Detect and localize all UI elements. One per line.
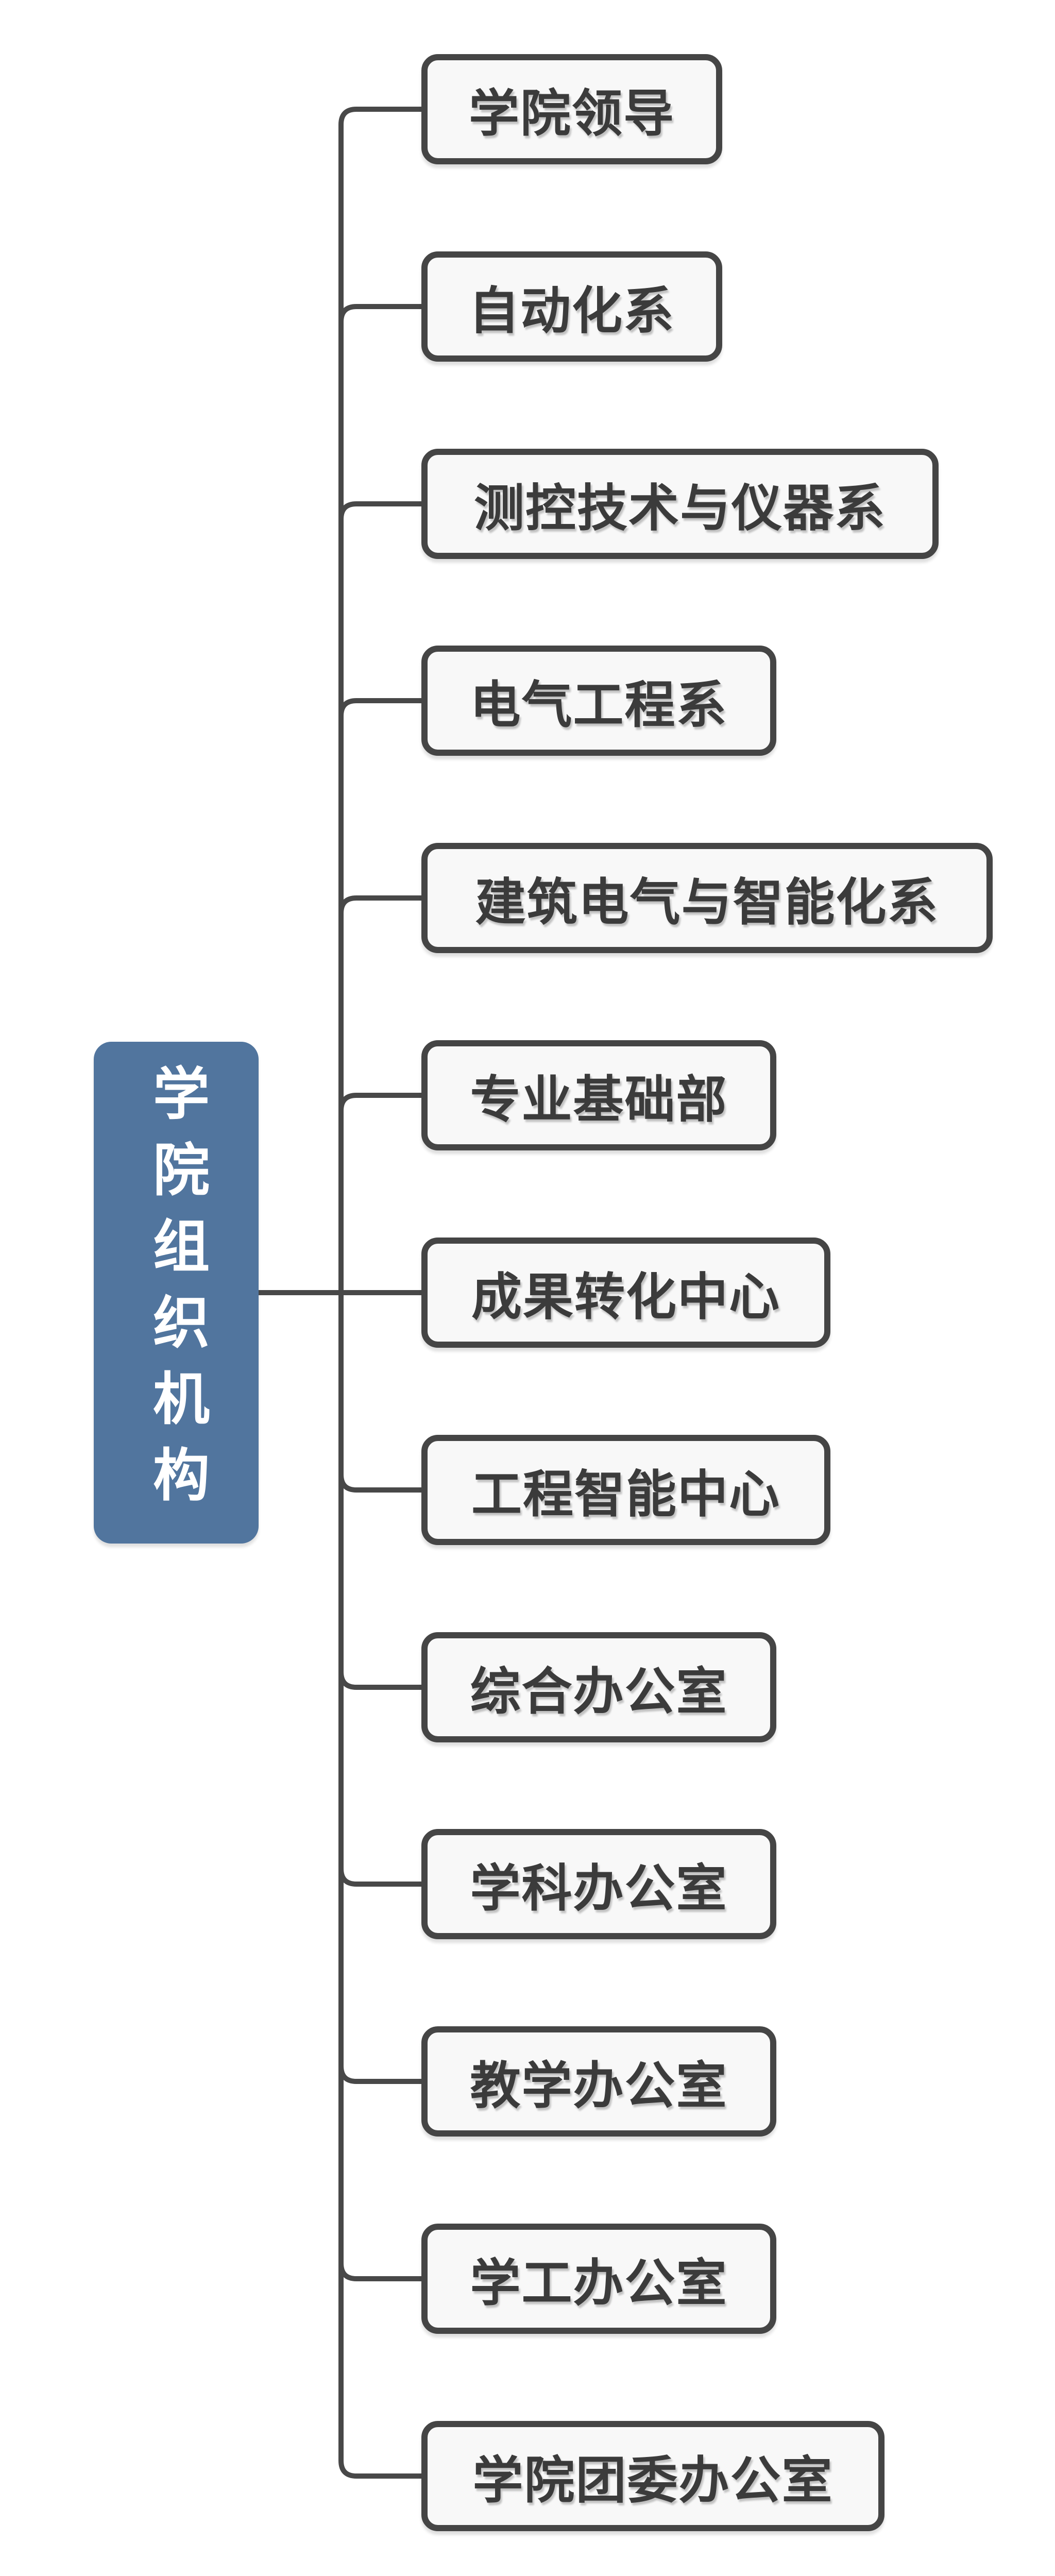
- org-node-label: 建筑电气与智能化系: [475, 873, 939, 932]
- org-node-label: 专业基础部: [470, 1071, 728, 1129]
- connector-path: [338, 1293, 434, 2479]
- org-node-label: 测控技术与仪器系: [473, 479, 886, 538]
- connector-path: [338, 698, 434, 1293]
- org-node: 测控技术与仪器系: [421, 449, 939, 559]
- org-node: 学院领导: [421, 54, 722, 164]
- org-node: 专业基础部: [421, 1040, 776, 1150]
- org-node-label: 电气工程系: [470, 676, 728, 735]
- org-node: 学科办公室: [421, 1829, 776, 1939]
- connector-path: [338, 107, 434, 1293]
- connector-path: [338, 1293, 434, 2281]
- org-node-label: 教学办公室: [470, 2057, 728, 2115]
- root-node-label: 学院组织机构: [143, 1064, 209, 1521]
- org-node: 学院团委办公室: [421, 2421, 884, 2531]
- org-node: 自动化系: [421, 251, 722, 362]
- org-node: 学工办公室: [421, 2224, 776, 2334]
- connector-path: [338, 501, 434, 1293]
- org-node-label: 综合办公室: [470, 1663, 728, 1721]
- connector-path: [338, 1093, 434, 1293]
- connector-path: [338, 304, 434, 1293]
- connector-path: [338, 1293, 434, 1887]
- org-node: 综合办公室: [421, 1632, 776, 1742]
- org-node-label: 学工办公室: [470, 2254, 728, 2313]
- org-node-label: 学院领导: [468, 84, 675, 143]
- root-node: 学院组织机构: [94, 1042, 259, 1544]
- org-node-label: 学科办公室: [470, 1859, 728, 1918]
- org-node: 工程智能中心: [421, 1435, 830, 1545]
- org-node: 教学办公室: [421, 2026, 776, 2137]
- connector-path: [338, 895, 434, 1293]
- connector-path: [338, 1293, 434, 1493]
- org-node: 成果转化中心: [421, 1238, 830, 1348]
- org-node: 电气工程系: [421, 646, 776, 756]
- org-node: 建筑电气与智能化系: [421, 843, 993, 953]
- org-node-label: 成果转化中心: [471, 1268, 780, 1327]
- org-node-label: 工程智能中心: [471, 1465, 780, 1524]
- org-node-label: 学院团委办公室: [472, 2451, 833, 2510]
- org-node-label: 自动化系: [468, 282, 675, 341]
